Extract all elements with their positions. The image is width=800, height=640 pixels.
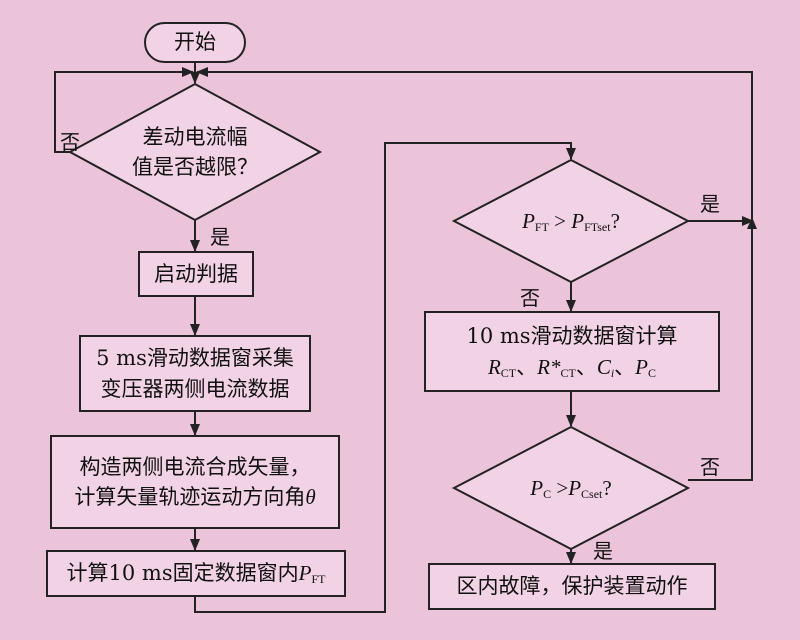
d2-p2: P — [571, 208, 585, 233]
pft-subscript: FT — [311, 572, 326, 587]
d2-yes-label: 是 — [700, 192, 720, 216]
sep-2: 、 — [575, 354, 597, 379]
d3-op: > — [551, 475, 569, 500]
sampling-line-1: 5 ms滑动数据窗采集 — [96, 346, 294, 371]
vector-line-1: 构造两侧电流合成矢量， — [79, 454, 311, 479]
d3-q: ? — [602, 475, 612, 500]
d2-op: > — [548, 208, 572, 233]
sep-3: 、 — [614, 354, 636, 379]
fixed-window-text: 计算10 ms固定数据窗内 — [66, 561, 299, 586]
c-symbol: C — [596, 354, 611, 379]
d3-p2-sub: Cset — [581, 486, 603, 501]
d3-yes-label: 是 — [593, 539, 613, 563]
pc-symbol: P — [635, 354, 648, 379]
vector-box: 构造两侧电流合成矢量， 计算矢量轨迹运动方向角θ — [50, 435, 340, 529]
fault-action-box: 区内故障，保护装置动作 — [428, 563, 716, 610]
pft-symbol: P — [298, 561, 312, 586]
fixed-window-label: 计算10 ms固定数据窗内PFT — [67, 558, 326, 588]
fixed-window-box: 计算10 ms固定数据窗内PFT — [46, 550, 346, 597]
start-label: 开始 — [174, 30, 216, 55]
d3-no-label: 否 — [700, 455, 720, 479]
r-symbol: R — [487, 354, 501, 379]
d1-yes-label: 是 — [210, 225, 230, 249]
rstar-symbol: R* — [537, 354, 561, 379]
sampling-box: 5 ms滑动数据窗采集 变压器两侧电流数据 — [79, 335, 311, 412]
rstar-sub: CT — [560, 365, 576, 380]
d2-p-sub: FT — [534, 219, 549, 234]
sampling-line-2: 变压器两侧电流数据 — [100, 376, 290, 401]
startup-criterion-box: 启动判据 — [138, 251, 254, 297]
d3-p: P — [530, 475, 544, 500]
startup-label: 启动判据 — [154, 261, 238, 286]
sliding-window-box: 10 ms滑动数据窗计算 RCT、R*CT、Ci、PC — [424, 311, 720, 392]
c-sub: i — [610, 365, 615, 380]
d3-p2: P — [568, 475, 582, 500]
sep-1: 、 — [516, 354, 538, 379]
d3-p-sub: C — [543, 486, 552, 501]
vector-line-2-text: 计算矢量轨迹运动方向角 — [74, 485, 306, 509]
d1-no-label: 否 — [60, 130, 80, 154]
r-sub: CT — [500, 365, 517, 380]
sliding-line-2: RCT、R*CT、Ci、PC — [488, 352, 656, 382]
decision-1-line-1: 差动电流幅 — [142, 124, 248, 149]
d2-p: P — [522, 208, 535, 233]
sliding-line-1: 10 ms滑动数据窗计算 — [466, 324, 678, 349]
fault-label: 区内故障，保护装置动作 — [456, 574, 688, 599]
pc-sub: C — [648, 365, 657, 380]
decision-3-text: PC >PCset? — [476, 469, 666, 507]
vector-line-2: 计算矢量轨迹运动方向角θ — [74, 482, 315, 512]
d2-q: ? — [610, 208, 620, 233]
theta-symbol: θ — [305, 485, 316, 509]
decision-1-line-2: 值是否越限？ — [132, 155, 258, 179]
decision-2-text: PFT > PFTset? — [476, 202, 666, 240]
d2-p2-sub: FTset — [584, 219, 611, 234]
d2-no-label: 否 — [520, 286, 540, 310]
start-terminal: 开始 — [144, 22, 246, 63]
decision-1-text: 差动电流幅 值是否越限？ — [95, 116, 295, 188]
